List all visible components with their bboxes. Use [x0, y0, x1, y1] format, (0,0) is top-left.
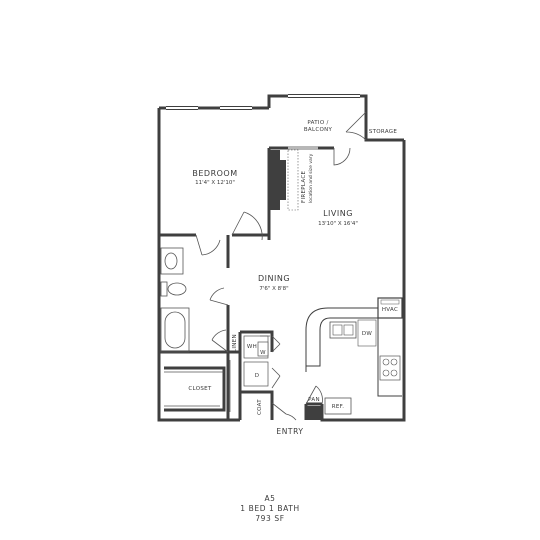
coat-label: COAT	[257, 399, 263, 415]
dining-dims: 7'6" X 8'8"	[259, 286, 288, 292]
closet-label: CLOSET	[188, 386, 212, 392]
vanity	[160, 247, 184, 275]
burner-icon	[382, 358, 390, 366]
doors	[195, 111, 367, 421]
bathtub	[160, 307, 190, 353]
door-coat	[271, 402, 297, 421]
patio-label-1: PATIO /	[307, 120, 328, 126]
door-laundry-1	[271, 335, 281, 353]
wall-right	[352, 140, 406, 422]
burner-icon	[390, 358, 398, 366]
door-closet	[211, 329, 229, 353]
bedroom-dims: 11'4" X 12'10"	[195, 180, 235, 186]
unit-beds-baths: 1 BED 1 BATH	[240, 504, 300, 513]
sink-icon	[164, 252, 178, 270]
hvac-unit	[377, 297, 403, 319]
kitchen	[305, 297, 403, 415]
wall-laundry	[238, 330, 274, 420]
linen-label: LINEN	[232, 334, 238, 352]
fixture-labels: HVAC DW REF. PAN COAT LINEN WH W D	[232, 307, 398, 415]
door-bath-side	[209, 287, 229, 306]
wall-laundry-lower	[240, 390, 274, 420]
wall-left	[157, 108, 240, 422]
pan-label: PAN	[308, 397, 320, 403]
dishwasher	[357, 319, 377, 347]
toilet-tank	[160, 281, 168, 297]
wall-closet-inner	[164, 366, 226, 412]
hvac-label: HVAC	[382, 307, 398, 313]
unit-caption: A5 1 BED 1 BATH 793 SF	[0, 494, 540, 524]
kitchen-sink	[329, 321, 357, 339]
w-label: W	[260, 350, 266, 356]
bedroom-name: BEDROOM	[192, 169, 237, 178]
door-bedroom	[231, 211, 263, 241]
door-laundry-2	[271, 367, 281, 389]
room-labels: BEDROOM 11'4" X 12'10" LIVING 13'10" X 1…	[188, 120, 397, 392]
fireplace-label: FIREPLACE	[301, 171, 307, 203]
dryer	[243, 361, 269, 387]
storage-label: STORAGE	[369, 129, 398, 135]
fireplace-note: location and size vary	[308, 153, 314, 203]
door-patio-living	[333, 147, 351, 166]
entry-label: ENTRY	[276, 427, 303, 436]
ref-label: REF.	[332, 404, 345, 410]
burner-icon	[382, 369, 390, 377]
door-bath	[195, 234, 221, 256]
windows	[166, 94, 360, 150]
laundry	[243, 335, 270, 387]
unit-area: 793 SF	[255, 514, 285, 523]
kitchen-counter	[305, 307, 379, 372]
burner-icon	[390, 369, 398, 377]
fireplace	[269, 149, 299, 211]
toilet-icon	[167, 282, 187, 296]
dining-name: DINING	[258, 274, 290, 283]
door-pantry	[305, 385, 323, 405]
living-dims: 13'10" X 16'4"	[318, 221, 358, 227]
refrigerator	[324, 397, 352, 415]
unit-name: A5	[264, 494, 276, 503]
door-storage	[345, 111, 367, 141]
wall-posts	[306, 406, 322, 420]
closet-shelves	[164, 360, 231, 412]
wh-label: WH	[247, 344, 257, 350]
kitchen-counter-right	[377, 318, 402, 397]
dw-label: DW	[362, 331, 373, 337]
bath-fixtures	[160, 247, 190, 353]
range	[379, 355, 401, 381]
d-label: D	[255, 373, 260, 379]
walls	[157, 94, 406, 422]
patio-label-2: BALCONY	[304, 127, 333, 133]
living-name: LIVING	[323, 209, 353, 218]
wall-patio-outer	[267, 94, 404, 142]
